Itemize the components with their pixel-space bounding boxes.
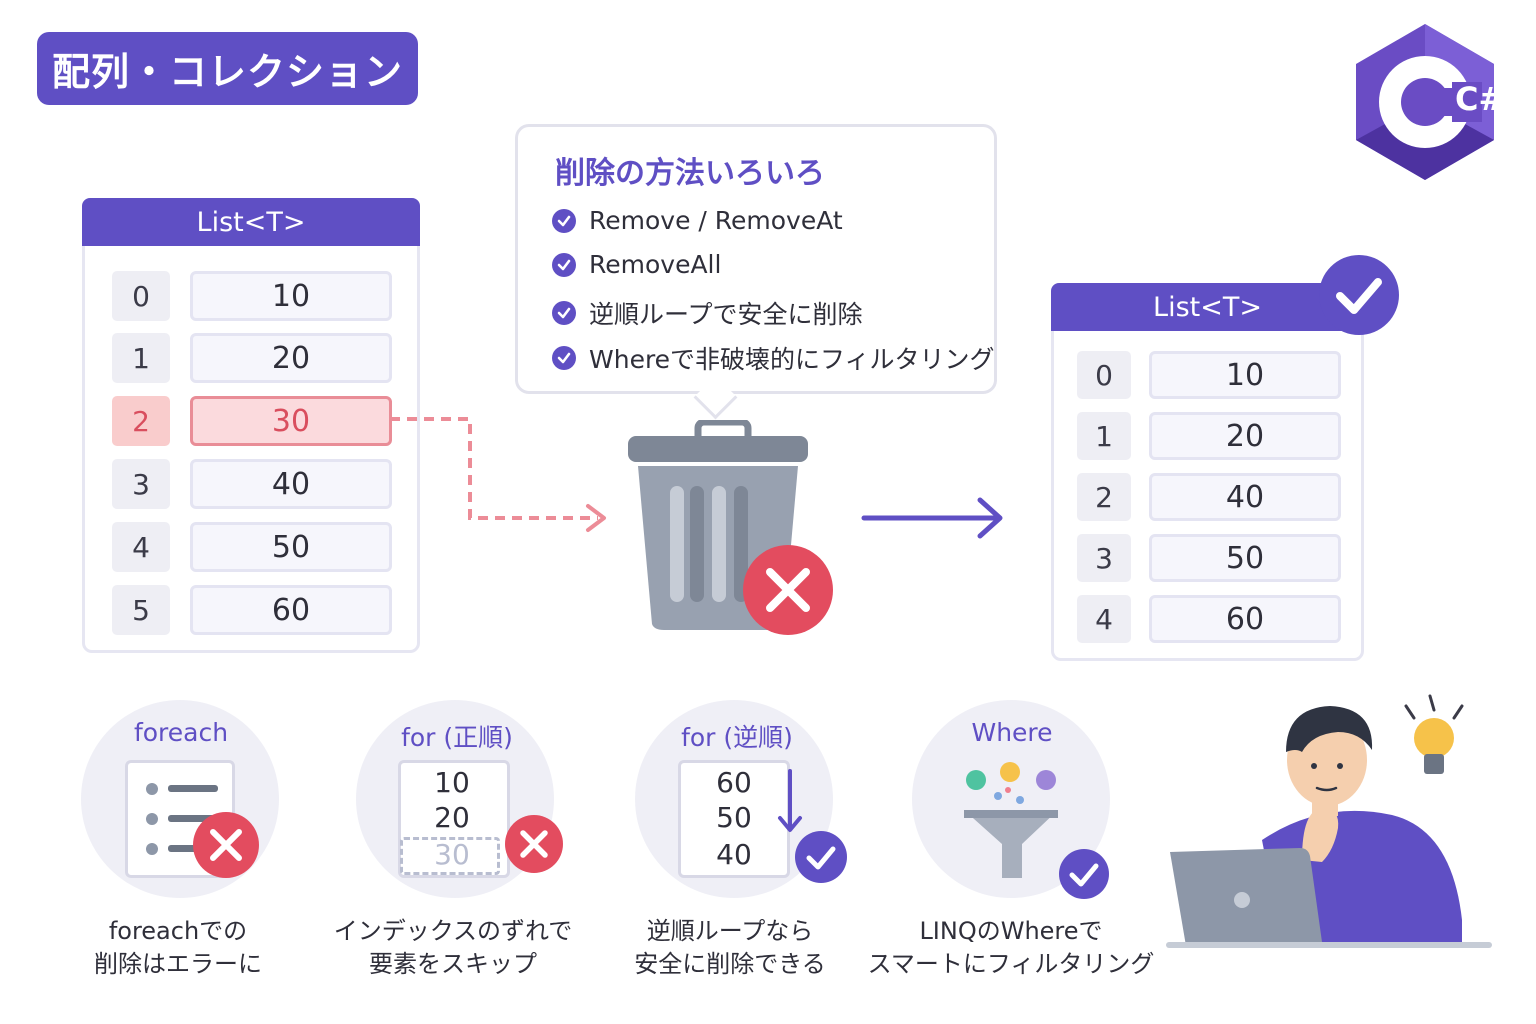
method-label: foreach (133, 718, 229, 747)
row-index: 2 (1077, 473, 1131, 521)
method-caption: 逆順ループなら 安全に削除できる (590, 915, 870, 981)
left-list-panel: List<T> 0 10 1 20 2 30 3 40 4 50 5 60 (82, 198, 420, 653)
row-index: 3 (112, 459, 170, 509)
caption-line: foreachでの (108, 917, 248, 945)
caption-line: 要素をスキップ (369, 950, 537, 978)
row-value: 10 (190, 271, 392, 321)
for-forward-list (398, 760, 510, 878)
right-list-panel: List<T> 0 10 1 20 2 40 3 50 4 60 (1051, 283, 1364, 661)
list-number: 40 (716, 838, 752, 871)
row-value: 40 (190, 459, 392, 509)
list-number: 20 (434, 801, 470, 834)
for-reverse-list (678, 760, 790, 878)
dashed-arrow-icon (390, 417, 606, 532)
callout-item: 逆順ループで安全に削除 (552, 295, 863, 331)
check-circle-icon (1059, 849, 1109, 899)
row-index: 2 (112, 396, 170, 446)
row-value: 60 (1149, 595, 1341, 643)
lightbulb-icon (1404, 694, 1464, 774)
row-index: 5 (112, 585, 170, 635)
row-index: 1 (112, 333, 170, 383)
row-value: 60 (190, 585, 392, 635)
row-index: 4 (1077, 595, 1131, 643)
error-x-icon (193, 812, 259, 878)
delete-x-icon (743, 545, 833, 635)
caption-line: 逆順ループなら (646, 917, 814, 945)
caption-line: インデックスのずれで (333, 917, 573, 945)
check-icon (552, 346, 576, 370)
row-value: 40 (1149, 473, 1341, 521)
row-value: 30 (190, 396, 392, 446)
skipped-element-box (400, 837, 500, 875)
page-title: 配列・コレクション (37, 32, 418, 105)
callout-item-text: RemoveAll (589, 250, 722, 279)
callout-item: Whereで非破壊的にフィルタリング (552, 340, 995, 376)
list-number: 60 (716, 766, 752, 799)
method-caption: LINQのWhereで スマートにフィルタリング (861, 915, 1161, 981)
method-label: for (逆順) (681, 723, 793, 752)
callout-title: 削除の方法いろいろ (555, 156, 825, 191)
arrow-down-icon (778, 769, 802, 832)
callout-item: RemoveAll (552, 250, 721, 279)
funnel-icon (964, 762, 1058, 878)
callout-item-text: Remove / RemoveAt (589, 206, 843, 235)
list-number: 10 (434, 766, 470, 799)
right-list-header: List<T> (1051, 283, 1364, 331)
csharp-logo: C# (1352, 22, 1505, 182)
row-value: 20 (1149, 412, 1341, 460)
caption-line: LINQのWhereで (919, 917, 1103, 945)
check-circle-icon (795, 831, 847, 883)
row-value: 10 (1149, 351, 1341, 399)
caption-line: 安全に削除できる (634, 950, 826, 978)
method-caption: foreachでの 削除はエラーに (38, 915, 318, 981)
left-list-header: List<T> (82, 198, 420, 246)
row-index: 0 (112, 271, 170, 321)
row-index: 1 (1077, 412, 1131, 460)
check-icon (552, 208, 576, 233)
list-number-skipped: 30 (434, 838, 470, 871)
row-value: 50 (190, 522, 392, 572)
success-check-icon (1319, 255, 1399, 335)
person-with-laptop-illustration (1166, 694, 1492, 948)
callout-item-text: Whereで非破壊的にフィルタリング (589, 345, 995, 374)
error-x-icon (505, 815, 563, 873)
caption-line: スマートにフィルタリング (867, 950, 1155, 978)
caption-line: 削除はエラーに (94, 950, 262, 978)
callout-item-text: 逆順ループで安全に削除 (589, 300, 863, 329)
row-index: 0 (1077, 351, 1131, 399)
list-number: 50 (716, 801, 752, 834)
row-index: 3 (1077, 534, 1131, 582)
row-value: 50 (1149, 534, 1341, 582)
arrow-right-icon (861, 497, 1003, 539)
logo-hash: C# (1455, 80, 1506, 118)
callout-item: Remove / RemoveAt (552, 206, 843, 235)
method-caption: インデックスのずれで 要素をスキップ (313, 915, 593, 981)
method-label: Where (971, 718, 1053, 747)
check-icon (552, 252, 576, 277)
method-label: for (正順) (401, 723, 513, 752)
callout-box (515, 124, 997, 394)
row-index: 4 (112, 522, 170, 572)
check-icon (552, 301, 576, 325)
row-value: 20 (190, 333, 392, 383)
